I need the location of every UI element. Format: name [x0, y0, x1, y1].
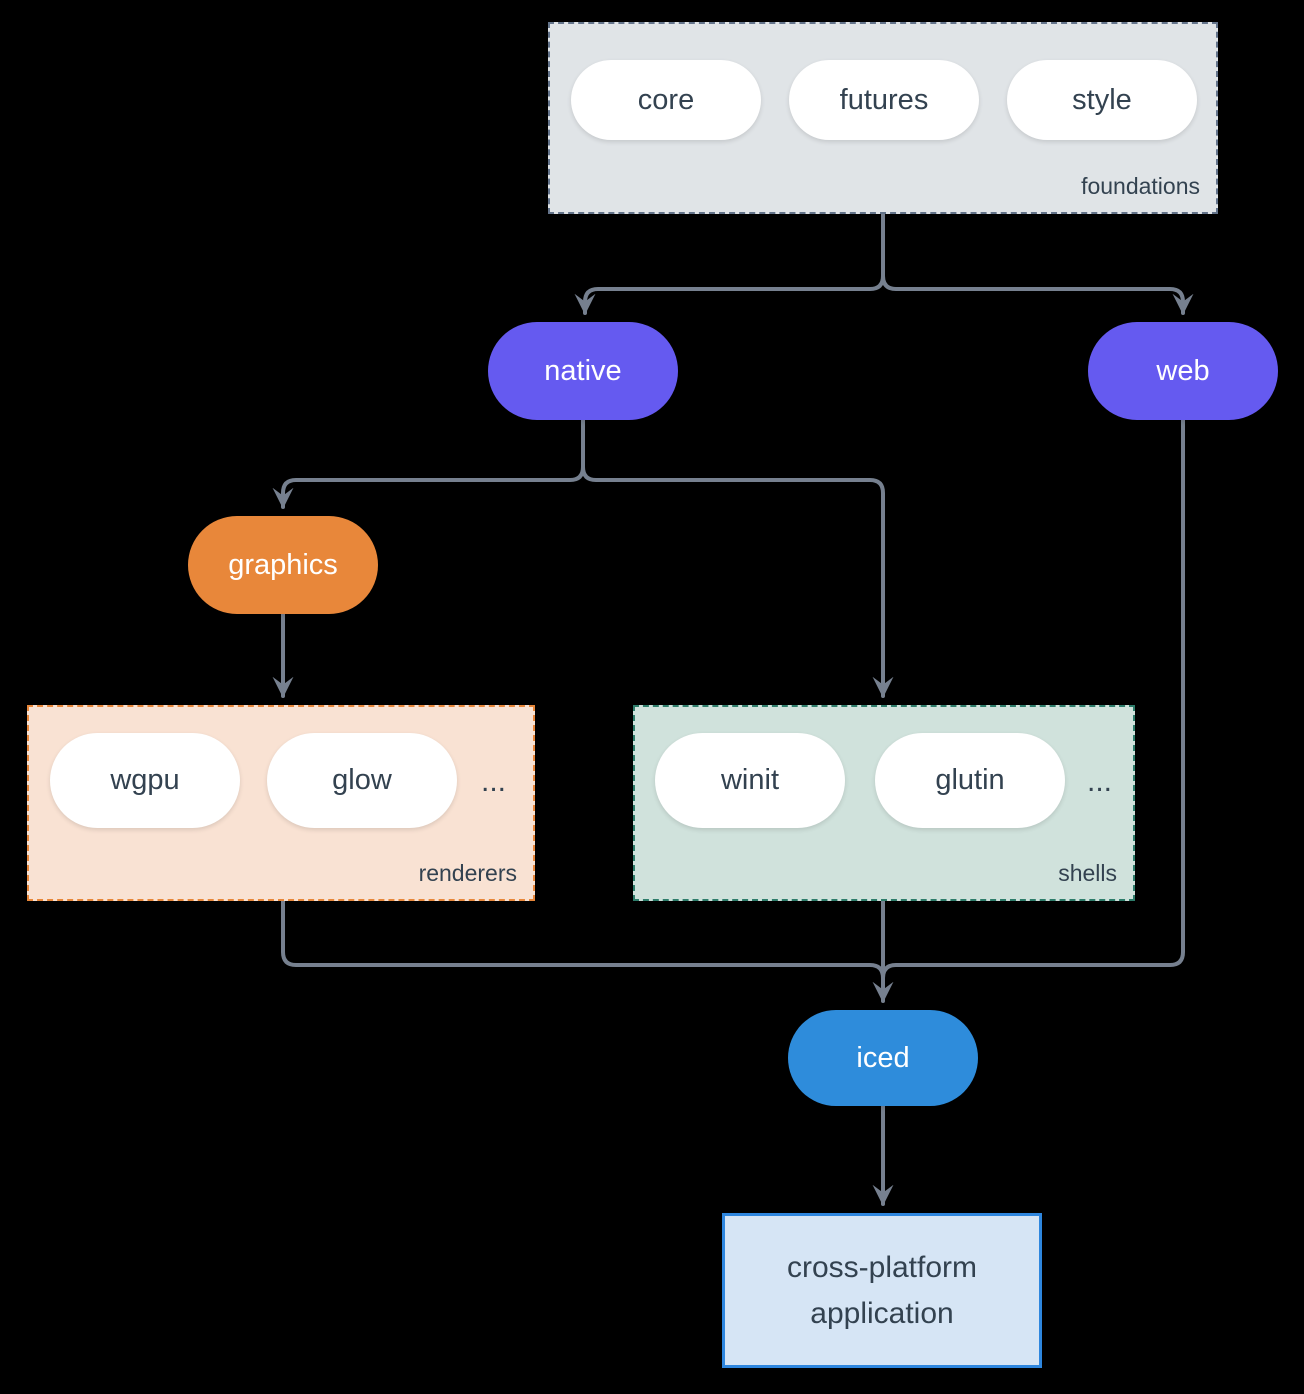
- node-iced-label: iced: [856, 1041, 910, 1074]
- node-web: web: [1088, 322, 1278, 420]
- node-cross-platform-application: cross-platform application: [722, 1213, 1042, 1368]
- node-winit-label: winit: [720, 764, 779, 796]
- node-glow: glow: [267, 733, 457, 828]
- foundations-group-label: foundations: [1081, 173, 1200, 199]
- node-core-label: core: [637, 83, 695, 116]
- edge-native-shells: [581, 418, 894, 698]
- node-graphics-label: graphics: [228, 548, 338, 581]
- node-wgpu: wgpu: [50, 733, 240, 828]
- renderers-ellipsis: ...: [481, 765, 507, 798]
- node-futures-label: futures: [839, 83, 929, 116]
- node-style: style: [1007, 60, 1197, 140]
- renderers-group-label: renderers: [418, 860, 517, 886]
- edge-foundations-web: [881, 212, 1194, 315]
- app-label-line2: application: [810, 1296, 954, 1330]
- foundations-group: core futures style foundations: [548, 22, 1218, 214]
- node-glutin-label: glutin: [935, 764, 1005, 796]
- node-graphics: graphics: [188, 516, 378, 614]
- edge-native-graphics: [272, 418, 585, 509]
- edge-renderers-merge: [281, 899, 885, 988]
- node-native-label: native: [544, 354, 622, 387]
- shells-group: winit glutin ... shells: [633, 705, 1135, 901]
- node-glutin: glutin: [875, 733, 1065, 828]
- node-native: native: [488, 322, 678, 420]
- node-wgpu-label: wgpu: [110, 764, 180, 796]
- node-iced: iced: [788, 1010, 978, 1106]
- edge-web-merge: [881, 418, 1185, 988]
- node-futures: futures: [789, 60, 979, 140]
- node-glow-label: glow: [332, 764, 392, 796]
- shells-group-label: shells: [1058, 860, 1117, 886]
- shells-ellipsis: ...: [1087, 765, 1113, 798]
- edge-foundations-native: [574, 212, 885, 315]
- node-web-label: web: [1156, 354, 1210, 387]
- renderers-group: wgpu glow ... renderers: [27, 705, 535, 901]
- node-winit: winit: [655, 733, 845, 828]
- node-style-label: style: [1072, 83, 1132, 116]
- app-label-line1: cross-platform: [786, 1250, 978, 1284]
- node-core: core: [571, 60, 761, 140]
